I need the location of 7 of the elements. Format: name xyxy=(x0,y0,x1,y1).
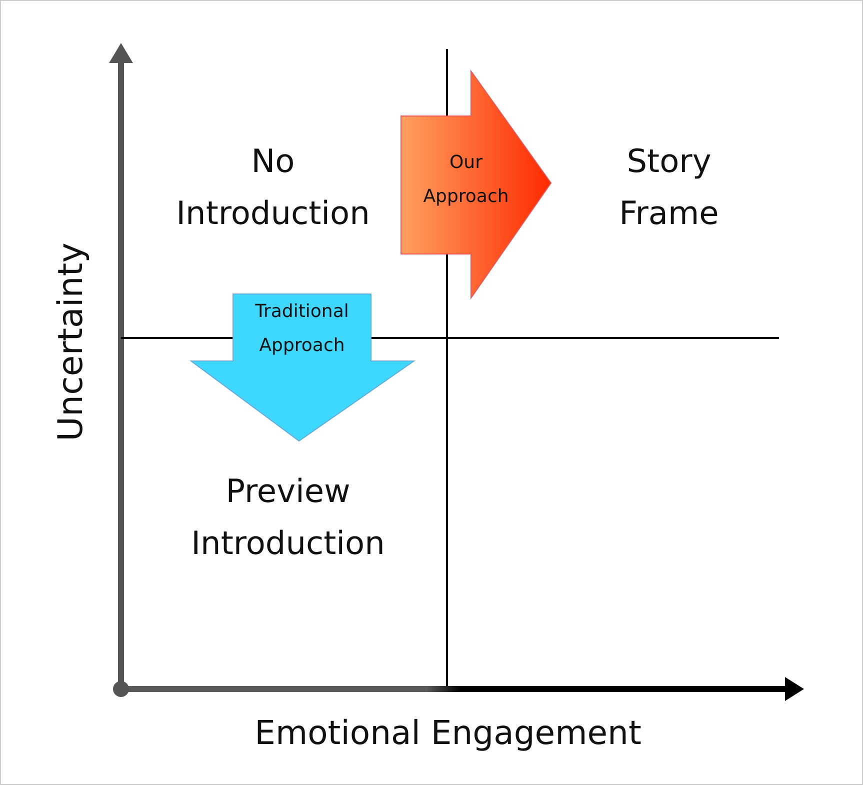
arrow-label: Our Approach xyxy=(422,151,510,209)
arrow-label: Traditional Approach xyxy=(254,300,350,358)
axis-title: Uncertainty xyxy=(50,242,92,444)
quadrant-label: Story Frame xyxy=(618,141,720,234)
quadrant-label: Preview Introduction xyxy=(190,471,386,564)
axis-title: Emotional Engagement xyxy=(254,712,642,754)
quadrant-label: No Introduction xyxy=(175,141,371,234)
